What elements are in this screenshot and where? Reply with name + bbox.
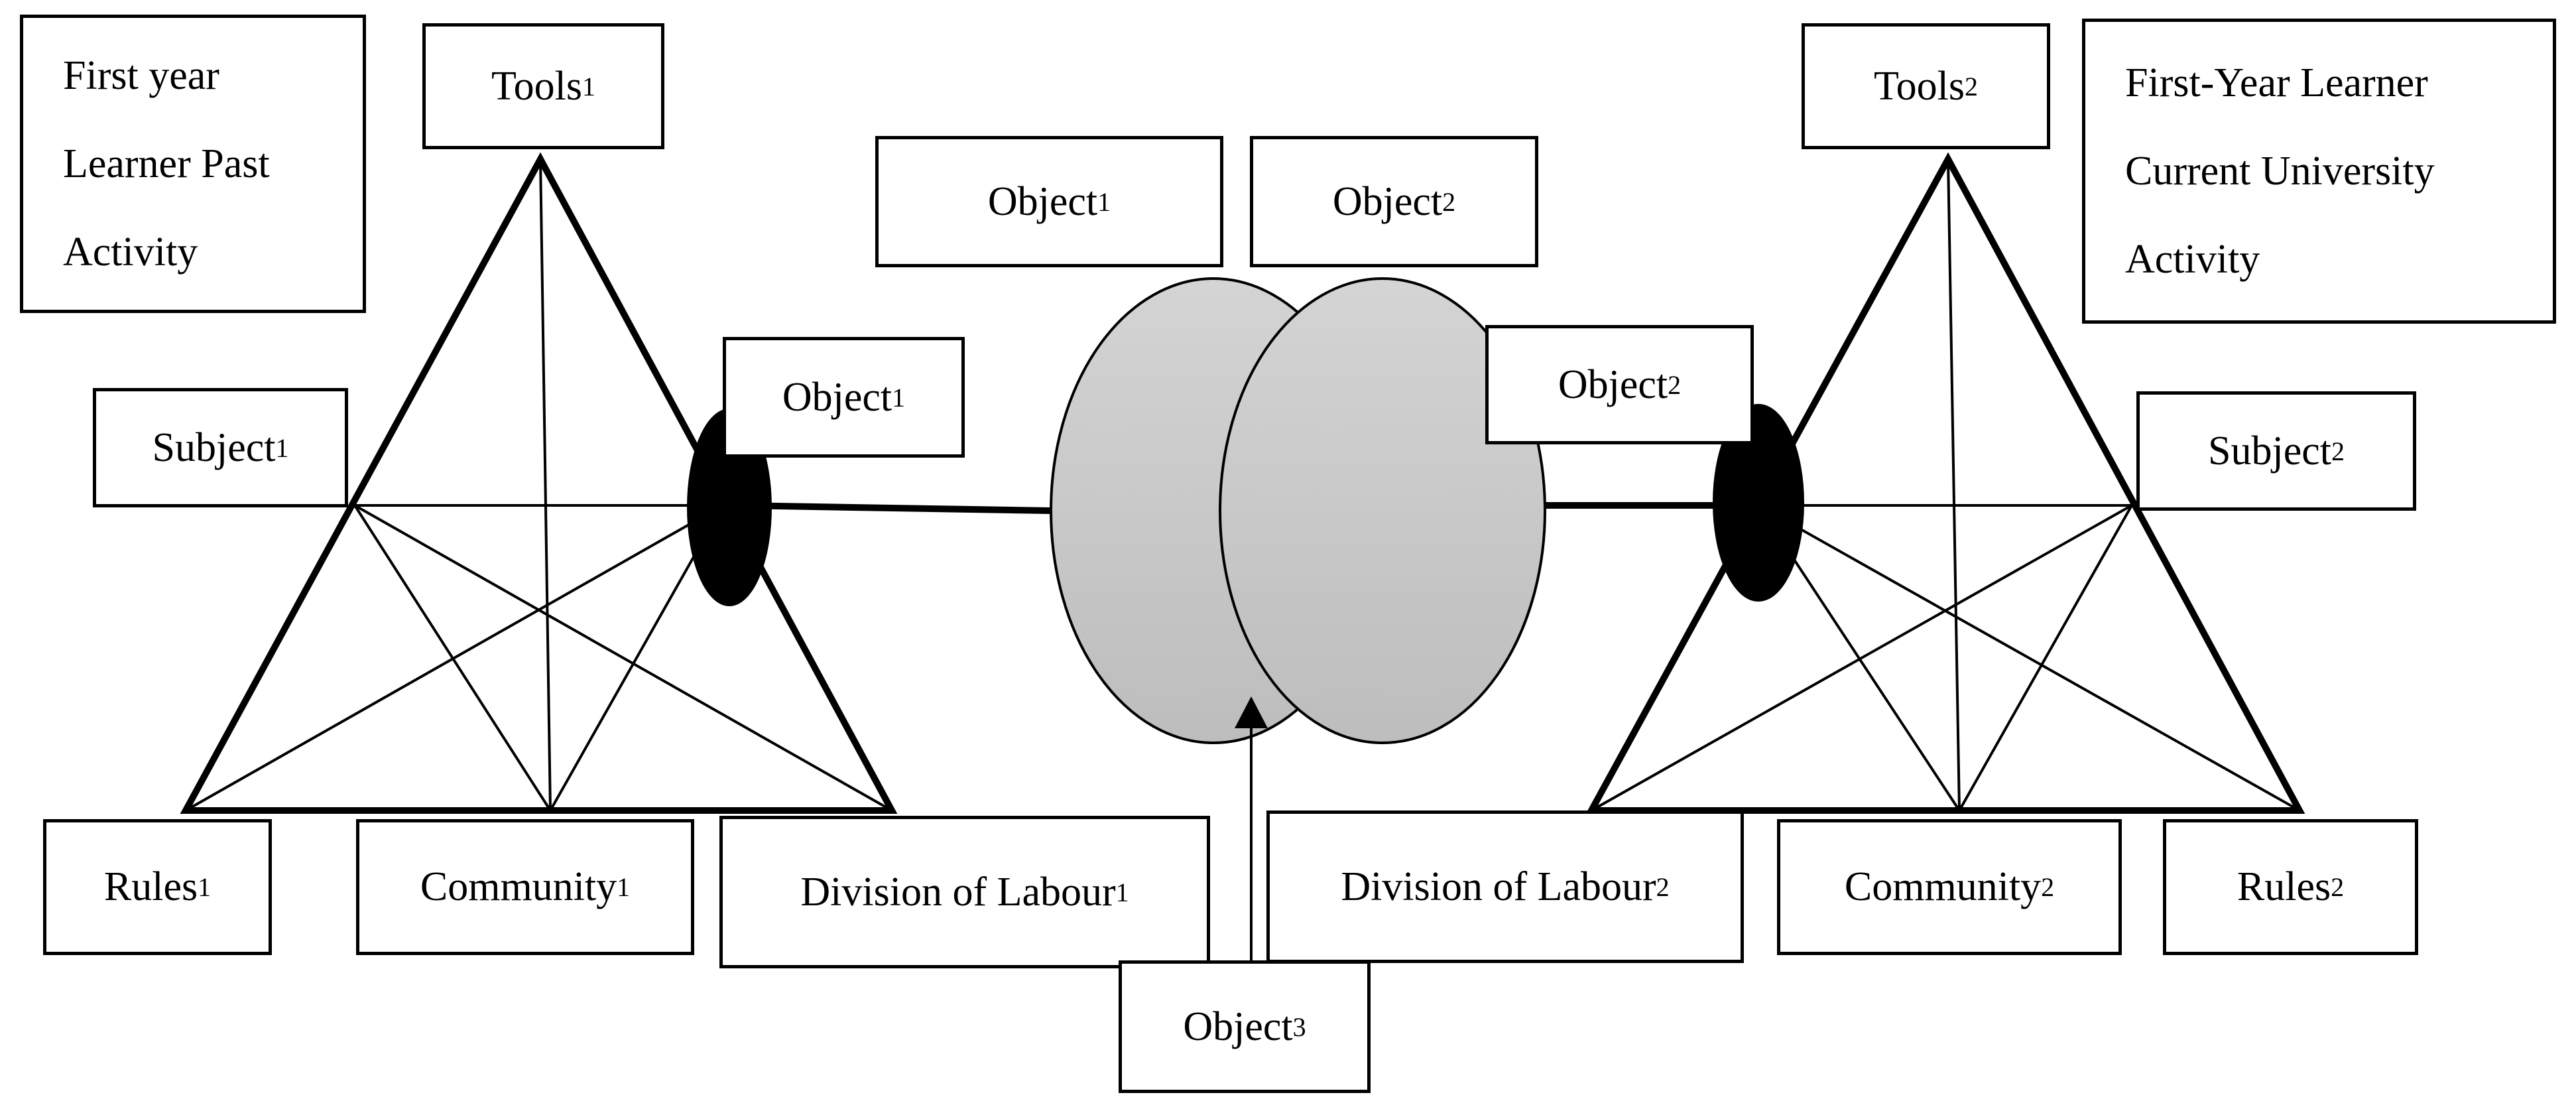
right-activity-title: First-Year Learner Current University Ac… [2082,19,2556,324]
left-title-line-1: First year [63,52,219,98]
left-inner-triangle [352,504,725,813]
left-median-vertical [539,159,552,811]
object-oval-right [1219,277,1546,744]
left-line-subject-division [354,504,892,812]
right-median-vertical [1947,159,1961,811]
left-connector-line [735,502,1052,514]
right-title-line-2: Current University [2125,148,2435,194]
right-line-subject-division [1591,504,2132,812]
left-title-line-3: Activity [63,229,198,275]
right-title-line-3: Activity [2125,236,2260,282]
right-inner-triangle [1756,504,2134,813]
right-title-line-1: First-Year Learner [2125,60,2428,105]
left-line-object-rules [185,504,723,812]
left-activity-title: First year Learner Past Activity [20,15,366,313]
shared-object-arrow-head [1235,696,1268,728]
left-title-line-2: Learner Past [63,141,270,186]
right-object-node [1713,404,1804,602]
right-line-object-rules [1758,504,2300,812]
